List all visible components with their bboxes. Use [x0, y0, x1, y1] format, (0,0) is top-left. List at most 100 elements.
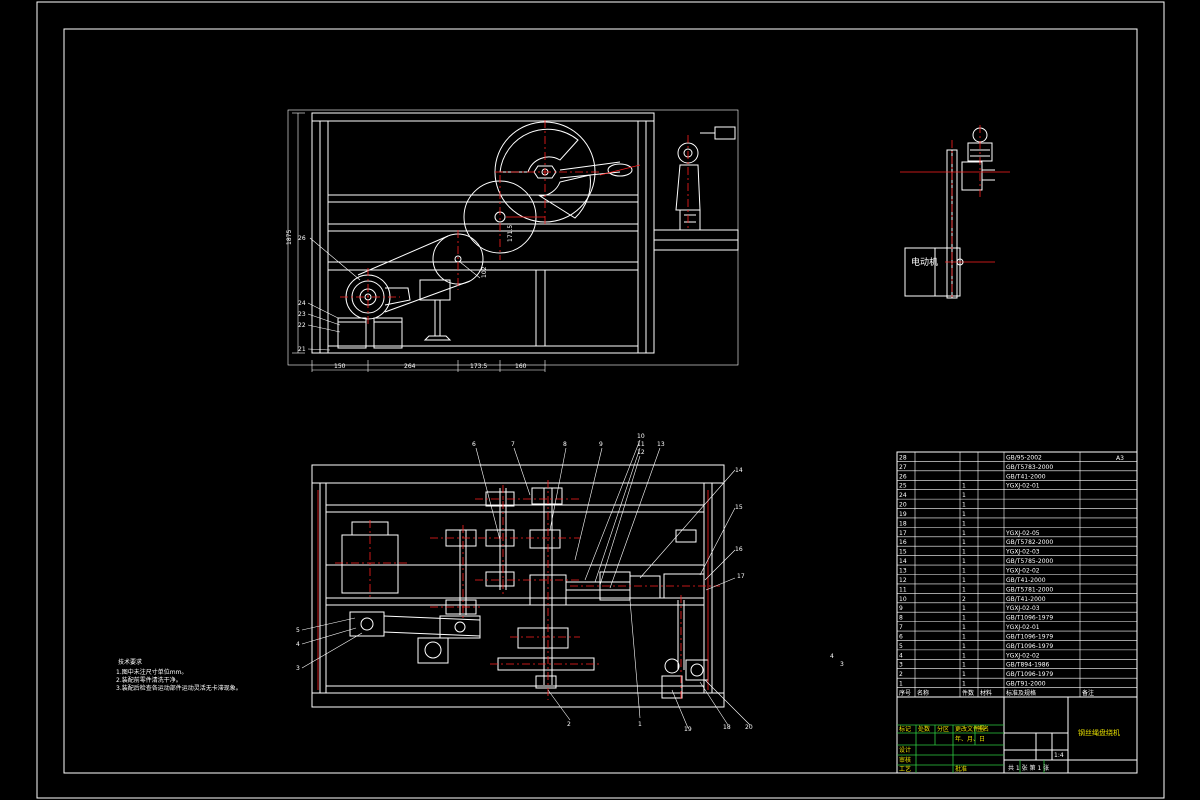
bom-cell-code: YGXJ-02-02 [1005, 568, 1040, 575]
tech-req-title: 技术要求 [118, 658, 142, 666]
tb-label-mark: 标记 [899, 725, 911, 733]
tb-label-count: 处数 [918, 725, 930, 733]
side-callout-23: 23 [298, 311, 306, 318]
bom-cell-no: 12 [899, 577, 907, 584]
top-callout-17: 17 [737, 573, 745, 580]
side-callout-21: 21 [298, 346, 306, 353]
side-callout-22: 22 [298, 322, 306, 329]
bom-cell-qty: 1 [962, 558, 966, 565]
top-callout-5: 5 [296, 627, 300, 634]
bom-cell-qty: 2 [962, 596, 966, 603]
bom-cell-qty: 1 [962, 662, 966, 669]
top-callout-14: 14 [735, 467, 743, 474]
bom-cell-qty: 1 [962, 633, 966, 640]
bom-cell-code: GB/T1096-1979 [1006, 633, 1053, 640]
bom-cell-code: GB/T1096-1979 [1006, 643, 1053, 650]
top-callout-19: 19 [684, 726, 692, 733]
bom-cell-qty: 1 [962, 520, 966, 527]
bom-cell-qty: 1 [962, 511, 966, 518]
bom-cell-qty: 1 [962, 605, 966, 612]
bom-cell-qty: 1 [962, 568, 966, 575]
top-view [301, 439, 751, 729]
bom-cell-no: 2 [899, 671, 903, 678]
bom-header-material: 材料 [980, 689, 992, 697]
bom-cell-no: 7 [899, 624, 903, 631]
bom-table [896, 451, 1138, 698]
top-callout-10: 10 [637, 433, 645, 440]
bom-cell-code: GB/T5781-2000 [1006, 586, 1053, 593]
bom-cell-qty: 1 [962, 492, 966, 499]
bom-cell-qty: 1 [962, 652, 966, 659]
bom-cell-code: YGXJ-02-03 [1005, 605, 1040, 612]
bom-cell-code: YGXJ-02-02 [1005, 652, 1040, 659]
side-callout-26: 26 [298, 235, 306, 242]
bom-cell-no: 28 [899, 454, 907, 461]
sheet-outer-border [36, 1, 1165, 799]
side-center-dist-2: 102 [481, 266, 488, 278]
bom-cell-no: 10 [899, 596, 907, 603]
bom-cell-code: GB/T894-1986 [1006, 662, 1050, 669]
bom-cell-code: GB/T5783-2000 [1006, 464, 1053, 471]
top-callout-3: 3 [296, 665, 300, 672]
bom-cell-no: 19 [899, 511, 907, 518]
side-callout-24: 24 [298, 300, 306, 307]
bom-cell-qty: 1 [962, 643, 966, 650]
tb-label-doc: 更改文件号 [955, 725, 985, 733]
side-dim-vertical: 1875 [286, 230, 293, 245]
tb-label-date: 年、月、日 [955, 735, 985, 743]
side-dim-3: 173.5 [470, 363, 487, 370]
title-block-title: 钢丝绳盘绕机 [1078, 728, 1120, 737]
bom-cell-code: GB/T5782-2000 [1006, 539, 1053, 546]
tech-req-line-2: 2.装配前零件清洗干净。 [116, 676, 182, 684]
bom-cell-no: 18 [899, 520, 907, 527]
title-block [896, 696, 1138, 774]
bom-cell-no: 3 [899, 662, 903, 669]
bom-cell-qty: 1 [962, 624, 966, 631]
top-callout-16: 16 [735, 546, 743, 553]
bom-cell-code: GB/T41-2000 [1006, 577, 1046, 584]
bom-header-name: 名称 [917, 689, 929, 697]
bom-header-no: 序号 [899, 689, 911, 697]
bom-cell-qty: 1 [962, 615, 966, 622]
title-block-sheet: 共 1 张 第 1 张 [1008, 764, 1049, 772]
side-view [287, 109, 739, 372]
bom-cell-no: 24 [899, 492, 907, 499]
tech-req-line-3: 3.装配后检查各运动部件运动灵活无卡滞现象。 [116, 684, 242, 692]
top-callout-8: 8 [563, 441, 567, 448]
bom-cell-no: 25 [899, 483, 907, 490]
stray-mark-3: 3 [840, 661, 844, 668]
bom-cell-qty: 1 [962, 549, 966, 556]
bom-cell-no: 27 [899, 464, 907, 471]
bom-cell-code: GB/T1096-1979 [1006, 671, 1053, 678]
bom-cell-no: 16 [899, 539, 907, 546]
tb-label-process: 工艺 [899, 765, 911, 773]
tb-label-sign: 签名 [977, 725, 989, 733]
bom-cell-qty: 1 [962, 577, 966, 584]
bom-cell-qty: 1 [962, 671, 966, 678]
tb-label-zone: 分区 [937, 725, 949, 733]
bom-cell-code: GB/T41-2000 [1006, 596, 1046, 603]
top-callout-13: 13 [657, 441, 665, 448]
bom-cell-code: YGXJ-02-01 [1005, 483, 1040, 490]
sheet-inner-border [63, 28, 1138, 774]
bom-top-right-label: A3 [1116, 455, 1124, 462]
bom-cell-no: 5 [899, 643, 903, 650]
bom-cell-no: 9 [899, 605, 903, 612]
side-dim-2: 264 [404, 363, 416, 370]
motor-label: 电动机 [911, 256, 938, 268]
bom-header-code: 标准及规格 [1006, 689, 1036, 697]
bom-cell-code: GB/95-2002 [1006, 454, 1042, 461]
title-block-scale: 1:4 [1054, 752, 1064, 759]
bom-cell-qty: 1 [962, 483, 966, 490]
bom-cell-no: 8 [899, 615, 903, 622]
top-callout-11: 11 [637, 441, 645, 448]
bom-cell-no: 14 [899, 558, 907, 565]
bom-cell-qty: 1 [962, 539, 966, 546]
bom-cell-no: 6 [899, 633, 903, 640]
side-dim-4: 160 [515, 363, 527, 370]
top-callout-12: 12 [637, 449, 645, 456]
bom-cell-qty: 1 [962, 586, 966, 593]
bom-cell-no: 1 [899, 681, 903, 688]
